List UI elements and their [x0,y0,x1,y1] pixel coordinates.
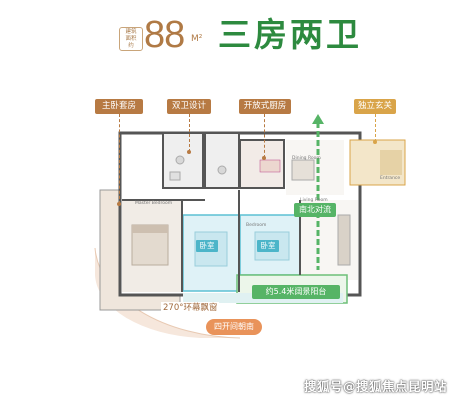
callout-line [264,114,265,158]
callout-master-suite: 主卧套房 [95,99,143,114]
callout-line [119,114,120,204]
master-label: Master Bedroom [135,201,173,206]
bedroom-tag-2: 卧室 [257,240,279,252]
header: 建筑 面积 约 88 M² 三房两卫 [0,0,455,60]
bay-window-arc [95,250,240,338]
master-pillows [132,225,168,233]
callout-dot [117,202,121,206]
airflow-arrow [312,114,324,124]
area-tag-line: 约 [128,42,134,49]
fixture [169,171,181,181]
bedroom-label: Bedroom [246,223,267,228]
callout-entrance: 独立玄关 [354,99,396,114]
area-tag: 建筑 面积 约 [119,27,143,51]
callout-line [375,114,376,142]
area-unit: M² [191,34,203,44]
sofa [337,214,351,266]
fixture [217,165,227,175]
callout-dot [262,156,266,160]
orientation-label: 四开间朝南 [206,319,262,335]
bay-window-label: 270°环幕飘窗 [161,302,220,314]
dining-table [291,159,315,181]
watermark: 搜狐号@搜狐焦点昆明站 [303,379,447,394]
callout-dot [373,140,377,144]
entry-label: Entrance [380,176,401,181]
kitchen-counter [259,159,281,173]
fixture [175,155,185,165]
callout-dual-bathroom: 双卫设计 [167,99,211,114]
bathroom-2 [204,132,240,189]
area-tag-line: 面积 [125,35,137,42]
callout-line [189,114,190,152]
callout-open-kitchen: 开放式厨房 [239,99,291,114]
entrance-cabinet [380,150,402,175]
balcony-label: 约5.4米阔景阳台 [252,285,340,299]
living-label: Living Room [300,198,328,203]
callout-dot [187,150,191,154]
area-tag-line: 建筑 [125,28,137,35]
layout-name: 三房两卫 [218,15,362,54]
bedroom-tag-1: 卧室 [196,240,218,252]
area-value: 88 [144,14,185,56]
north-south-label: 南北对流 [294,203,336,217]
dining-label: Dining Room [292,156,321,161]
